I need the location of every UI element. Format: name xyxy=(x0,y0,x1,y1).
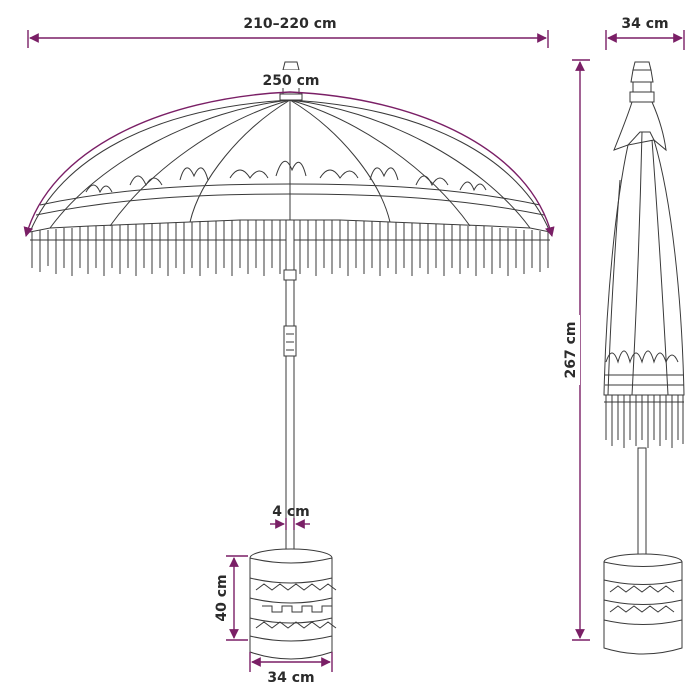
carved-base-drawing xyxy=(249,548,337,660)
closed-finial-icon xyxy=(629,61,655,103)
closed-ornament-icon xyxy=(605,350,684,386)
open-umbrella-drawing xyxy=(29,61,551,660)
pole-diameter-label: 4 cm xyxy=(272,504,310,520)
base-height-dimension: 40 cm xyxy=(214,555,248,641)
closed-umbrella-drawing xyxy=(603,61,685,655)
canopy-width-label: 210–220 cm xyxy=(243,16,336,32)
canopy-width-dimension: 210–220 cm xyxy=(27,16,549,48)
folded-width-dimension: 34 cm xyxy=(605,16,685,50)
closed-pole-drawing xyxy=(637,447,647,561)
pole-diameter-dimension: 4 cm xyxy=(270,504,310,530)
canopy-arc-label: 250 cm xyxy=(263,73,320,89)
closed-fringe-icon xyxy=(604,395,684,448)
base-width-label: 34 cm xyxy=(267,670,314,686)
canopy-arc-dimension: 250 cm xyxy=(23,70,555,237)
total-height-dimension: 267 cm xyxy=(562,59,590,641)
folded-width-label: 34 cm xyxy=(621,16,668,32)
closed-base-drawing xyxy=(603,553,683,655)
base-width-dimension: 34 cm xyxy=(249,652,333,686)
canopy-ornament-icon xyxy=(85,160,487,194)
base-height-label: 40 cm xyxy=(214,574,230,621)
total-height-label: 267 cm xyxy=(563,322,579,379)
